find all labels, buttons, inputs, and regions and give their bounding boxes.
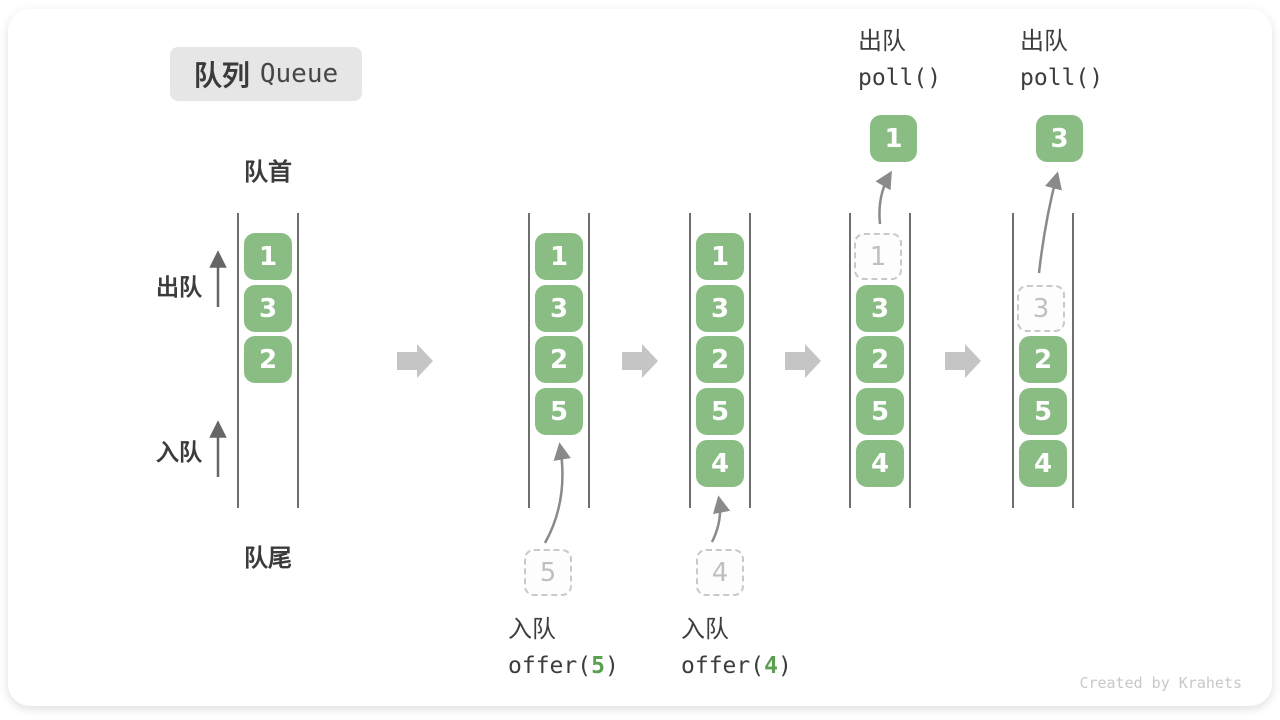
queue-state-2: 1 3 2 5 — [528, 213, 590, 508]
queue-wall-right — [297, 213, 299, 508]
queue-item: 5 — [535, 388, 583, 435]
queue-item: 3 — [535, 285, 583, 332]
queue-item: 2 — [1019, 336, 1067, 383]
operation-name: 入队 — [508, 616, 556, 643]
queue-item: 3 — [244, 285, 292, 332]
popped-item: 1 — [870, 115, 917, 162]
queue-item: 3 — [696, 285, 744, 332]
diagram-card — [8, 9, 1272, 706]
watermark: Created by Krahets — [1079, 674, 1242, 692]
queue-item: 1 — [696, 233, 744, 280]
queue-item: 2 — [244, 336, 292, 383]
queue-item: 4 — [1019, 440, 1067, 487]
operation-name: 出队 — [1020, 28, 1068, 55]
queue-state-4: 1 3 2 5 4 — [849, 213, 911, 508]
queue-item: 2 — [856, 336, 904, 383]
queue-front-label: 队首 — [244, 159, 292, 186]
operation-code: poll() — [858, 65, 942, 91]
queue-wall-right — [749, 213, 751, 508]
queue-wall-right — [909, 213, 911, 508]
queue-item: 4 — [856, 440, 904, 487]
queue-wall-right — [1072, 213, 1074, 508]
queue-wall-left — [849, 213, 851, 508]
queue-state-3: 1 3 2 5 4 — [689, 213, 751, 508]
enqueue-side-label: 入队 — [156, 439, 202, 465]
removed-item-ghost: 3 — [1017, 285, 1065, 332]
queue-item: 2 — [696, 336, 744, 383]
queue-wall-left — [1012, 213, 1014, 508]
operation-code: poll() — [1020, 65, 1104, 91]
incoming-item-ghost: 4 — [696, 549, 744, 596]
queue-item: 5 — [1019, 388, 1067, 435]
poll-operation-label: 出队 poll() — [1020, 24, 1103, 96]
queue-item: 5 — [696, 388, 744, 435]
queue-item: 4 — [696, 440, 744, 487]
code-argument: 4 — [764, 653, 778, 679]
dequeue-side-label: 出队 — [156, 274, 202, 300]
code-prefix: offer( — [681, 653, 765, 679]
queue-item: 1 — [244, 233, 292, 280]
queue-wall-left — [237, 213, 239, 508]
title-zh: 队列 — [193, 60, 250, 91]
removed-item-ghost: 1 — [854, 233, 902, 280]
poll-operation-label: 出队 poll() — [858, 24, 941, 96]
operation-code: offer(4) — [681, 648, 792, 684]
incoming-item-ghost: 5 — [524, 549, 572, 596]
code-suffix: ) — [604, 653, 619, 679]
queue-rear-label: 队尾 — [244, 545, 292, 572]
operation-code: offer(5) — [508, 648, 619, 684]
queue-item: 3 — [856, 285, 904, 332]
queue-item: 2 — [535, 336, 583, 383]
code-prefix: offer( — [508, 653, 592, 679]
operation-name: 出队 — [858, 28, 906, 55]
code-argument: 5 — [591, 653, 605, 679]
operation-name: 入队 — [681, 616, 729, 643]
code-suffix: ) — [777, 653, 792, 679]
title-en: Queue — [259, 59, 339, 89]
queue-item: 5 — [856, 388, 904, 435]
offer-operation-label: 入队 offer(5) — [508, 612, 619, 684]
queue-state-1: 1 3 2 — [237, 213, 299, 508]
offer-operation-label: 入队 offer(4) — [681, 612, 792, 684]
queue-state-5: 3 2 5 4 — [1012, 213, 1074, 508]
queue-wall-left — [528, 213, 530, 508]
queue-wall-left — [689, 213, 691, 508]
queue-wall-right — [588, 213, 590, 508]
title-box: 队列 Queue — [170, 47, 362, 101]
popped-item: 3 — [1036, 115, 1083, 162]
queue-item: 1 — [535, 233, 583, 280]
